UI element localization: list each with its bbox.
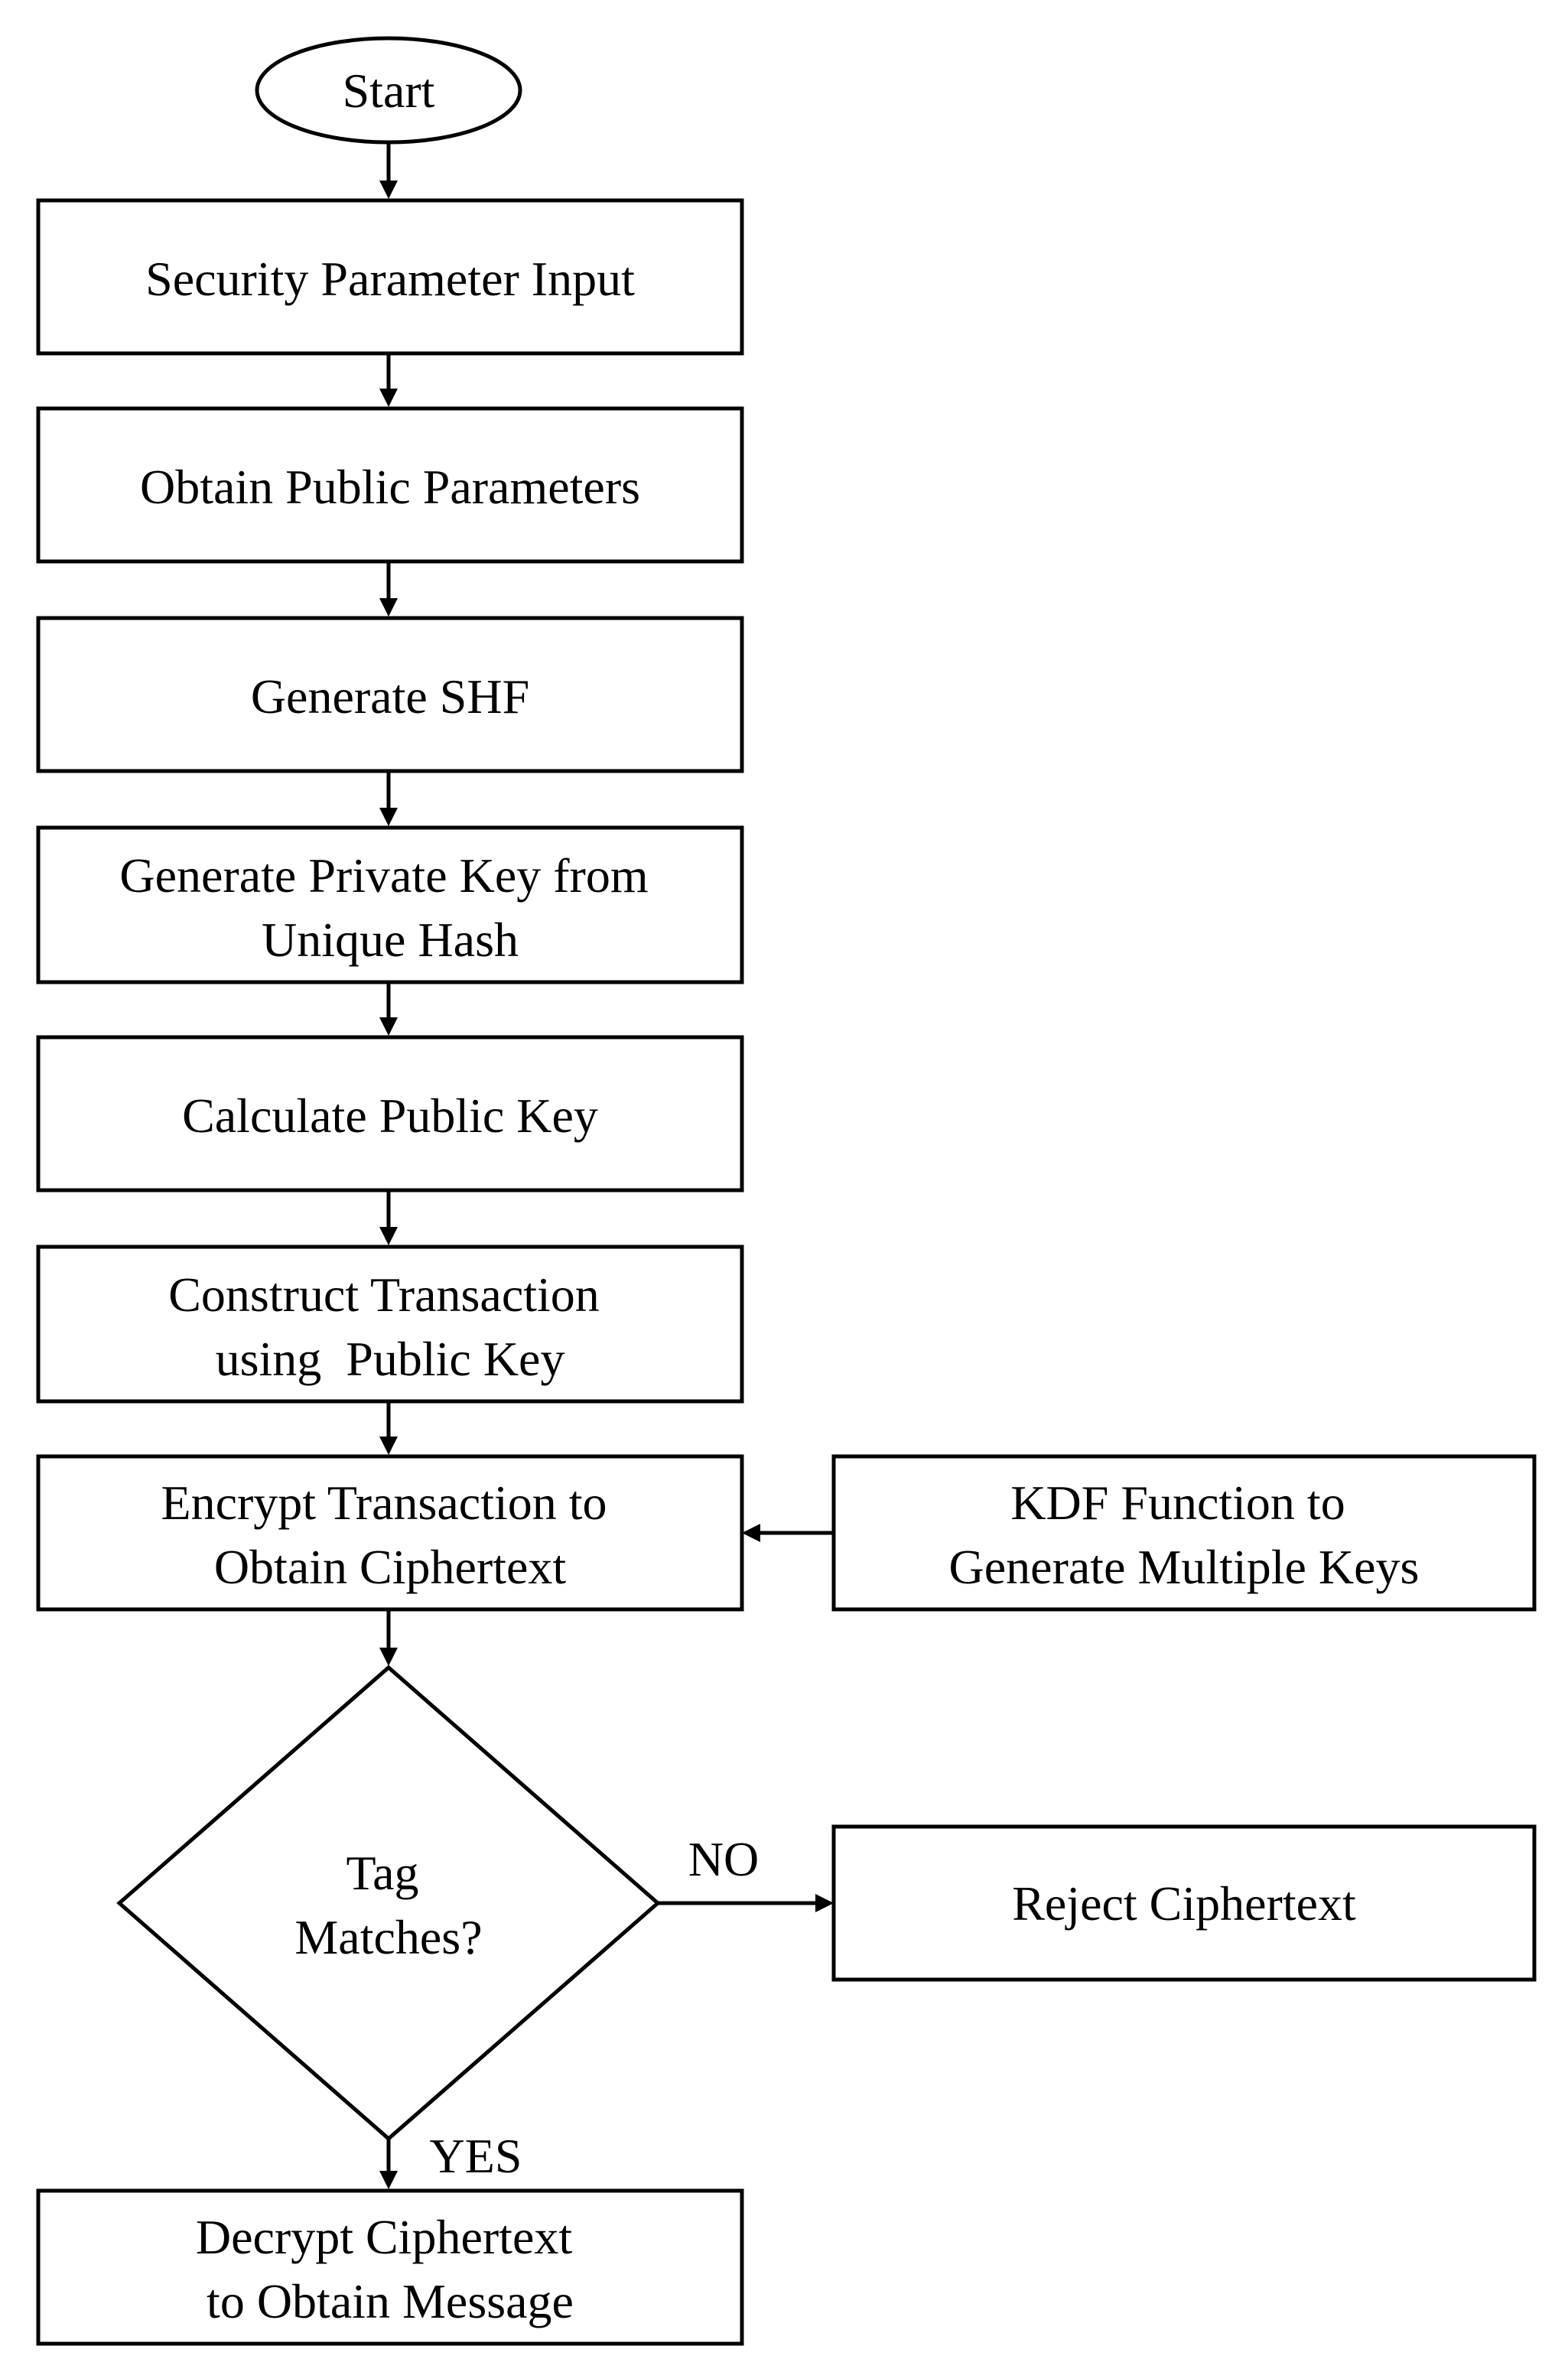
process-label-calculate-public-key: Calculate Public Key (182, 1088, 598, 1143)
arrowhead-icon (815, 1894, 834, 1912)
process-label-reject-ciphertext: Reject Ciphertext (1012, 1876, 1356, 1931)
process-box-generate-shf (36, 616, 744, 773)
process-label-generate-private-key: Generate Private Key from Unique Hash (119, 848, 660, 967)
yes-branch-label: YES (430, 2129, 522, 2183)
arrowhead-icon (379, 2171, 398, 2189)
decision-diamond (116, 1664, 661, 2142)
process-box-decrypt-ciphertext (36, 2188, 744, 2346)
process-box-calculate-public-key (36, 1035, 744, 1193)
arrowhead-icon (379, 808, 398, 826)
arrowhead-icon (379, 598, 398, 617)
arrowhead-icon (379, 1648, 398, 1666)
start-label: Start (343, 63, 435, 118)
arrowhead-icon (379, 181, 398, 199)
no-branch-label: NO (688, 1832, 759, 1886)
process-label-encrypt-transaction: Encrypt Transaction to Obtain Ciphertext (161, 1476, 619, 1594)
arrowhead-icon (379, 1017, 398, 1036)
arrowhead-icon (379, 389, 398, 407)
process-box-encrypt-transaction (36, 1454, 744, 1612)
process-label-kdf-function: KDF Function to Generate Multiple Keys (949, 1476, 1420, 1594)
process-label-generate-shf: Generate SHF (251, 669, 529, 724)
process-box-reject-ciphertext (831, 1824, 1537, 1982)
process-box-security-parameter-input (36, 198, 744, 356)
process-label-security-parameter-input: Security Parameter Input (145, 252, 635, 306)
arrowhead-icon (379, 1227, 398, 1245)
process-label-obtain-public-parameters: Obtain Public Parameters (140, 460, 640, 514)
arrowhead-icon (742, 1524, 760, 1542)
process-label-decrypt-ciphertext: Decrypt Ciphertext to Obtain Message (196, 2210, 584, 2328)
arrowhead-icon (379, 1437, 398, 1455)
process-label-construct-transaction: Construct Transaction using Public Key (168, 1267, 612, 1386)
process-box-generate-private-key (36, 825, 744, 984)
decision-label: Tag Matches? (294, 1846, 482, 1964)
process-box-kdf-function (831, 1454, 1537, 1612)
